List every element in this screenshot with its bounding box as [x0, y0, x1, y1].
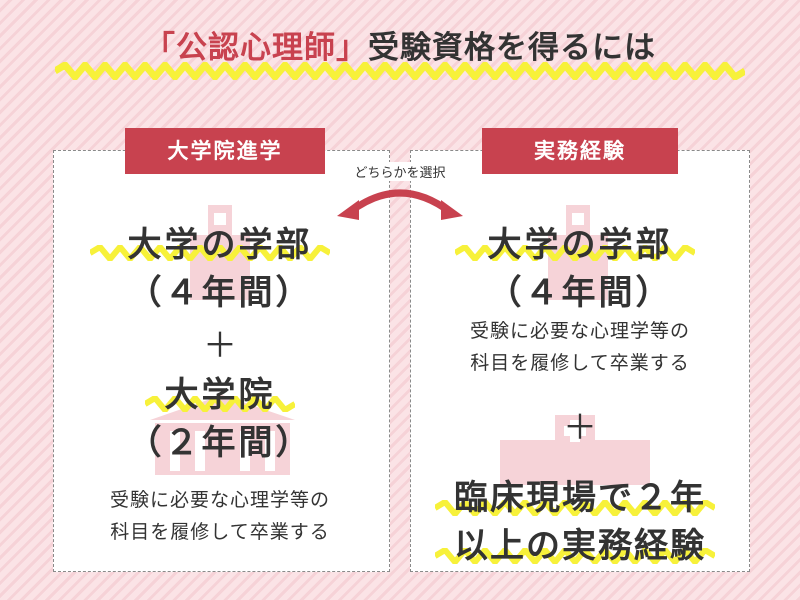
left-note-line2: 科目を履修して卒業する [110, 521, 330, 543]
double-arrow-icon [337, 189, 463, 220]
left-line-two-years: （２年間） [127, 423, 313, 463]
title-accent: 「公認心理師」 [144, 30, 368, 66]
tag-graduate-school: 大学院進学 [125, 128, 325, 174]
left-plus: ＋ [203, 326, 237, 366]
title-rest: 受験資格を得るには [368, 30, 656, 66]
right-line-experience: 以上の実務経験 [454, 526, 706, 566]
hospital-icon [500, 415, 650, 485]
title-highlight-wave [55, 62, 745, 80]
highlight-wave [455, 245, 695, 261]
right-line-clinical: 臨床現場で２年 [454, 478, 706, 518]
right-note-line2: 科目を履修して卒業する [470, 352, 690, 374]
right-line-undergrad: 大学の学部 [487, 225, 673, 265]
right-line-four-years: （４年間） [487, 273, 673, 313]
left-note-line1: 受験に必要な心理学等の [109, 489, 330, 511]
left-line-grad-school: 大学院 [164, 375, 276, 415]
tag-work-experience: 実務経験 [482, 128, 678, 174]
page-title: 「公認心理師」受験資格を得るには [0, 22, 800, 67]
highlight-wave [90, 245, 330, 261]
highlight-wave [145, 396, 295, 412]
left-line-four-years: （４年間） [127, 273, 313, 313]
right-plus: ＋ [563, 408, 597, 448]
choose-either-label: どちらかを選択 [330, 162, 470, 181]
highlight-wave [435, 500, 715, 516]
right-note-line1: 受験に必要な心理学等の [469, 320, 690, 342]
highlight-wave [435, 548, 715, 564]
left-line-undergrad: 大学の学部 [127, 225, 313, 265]
